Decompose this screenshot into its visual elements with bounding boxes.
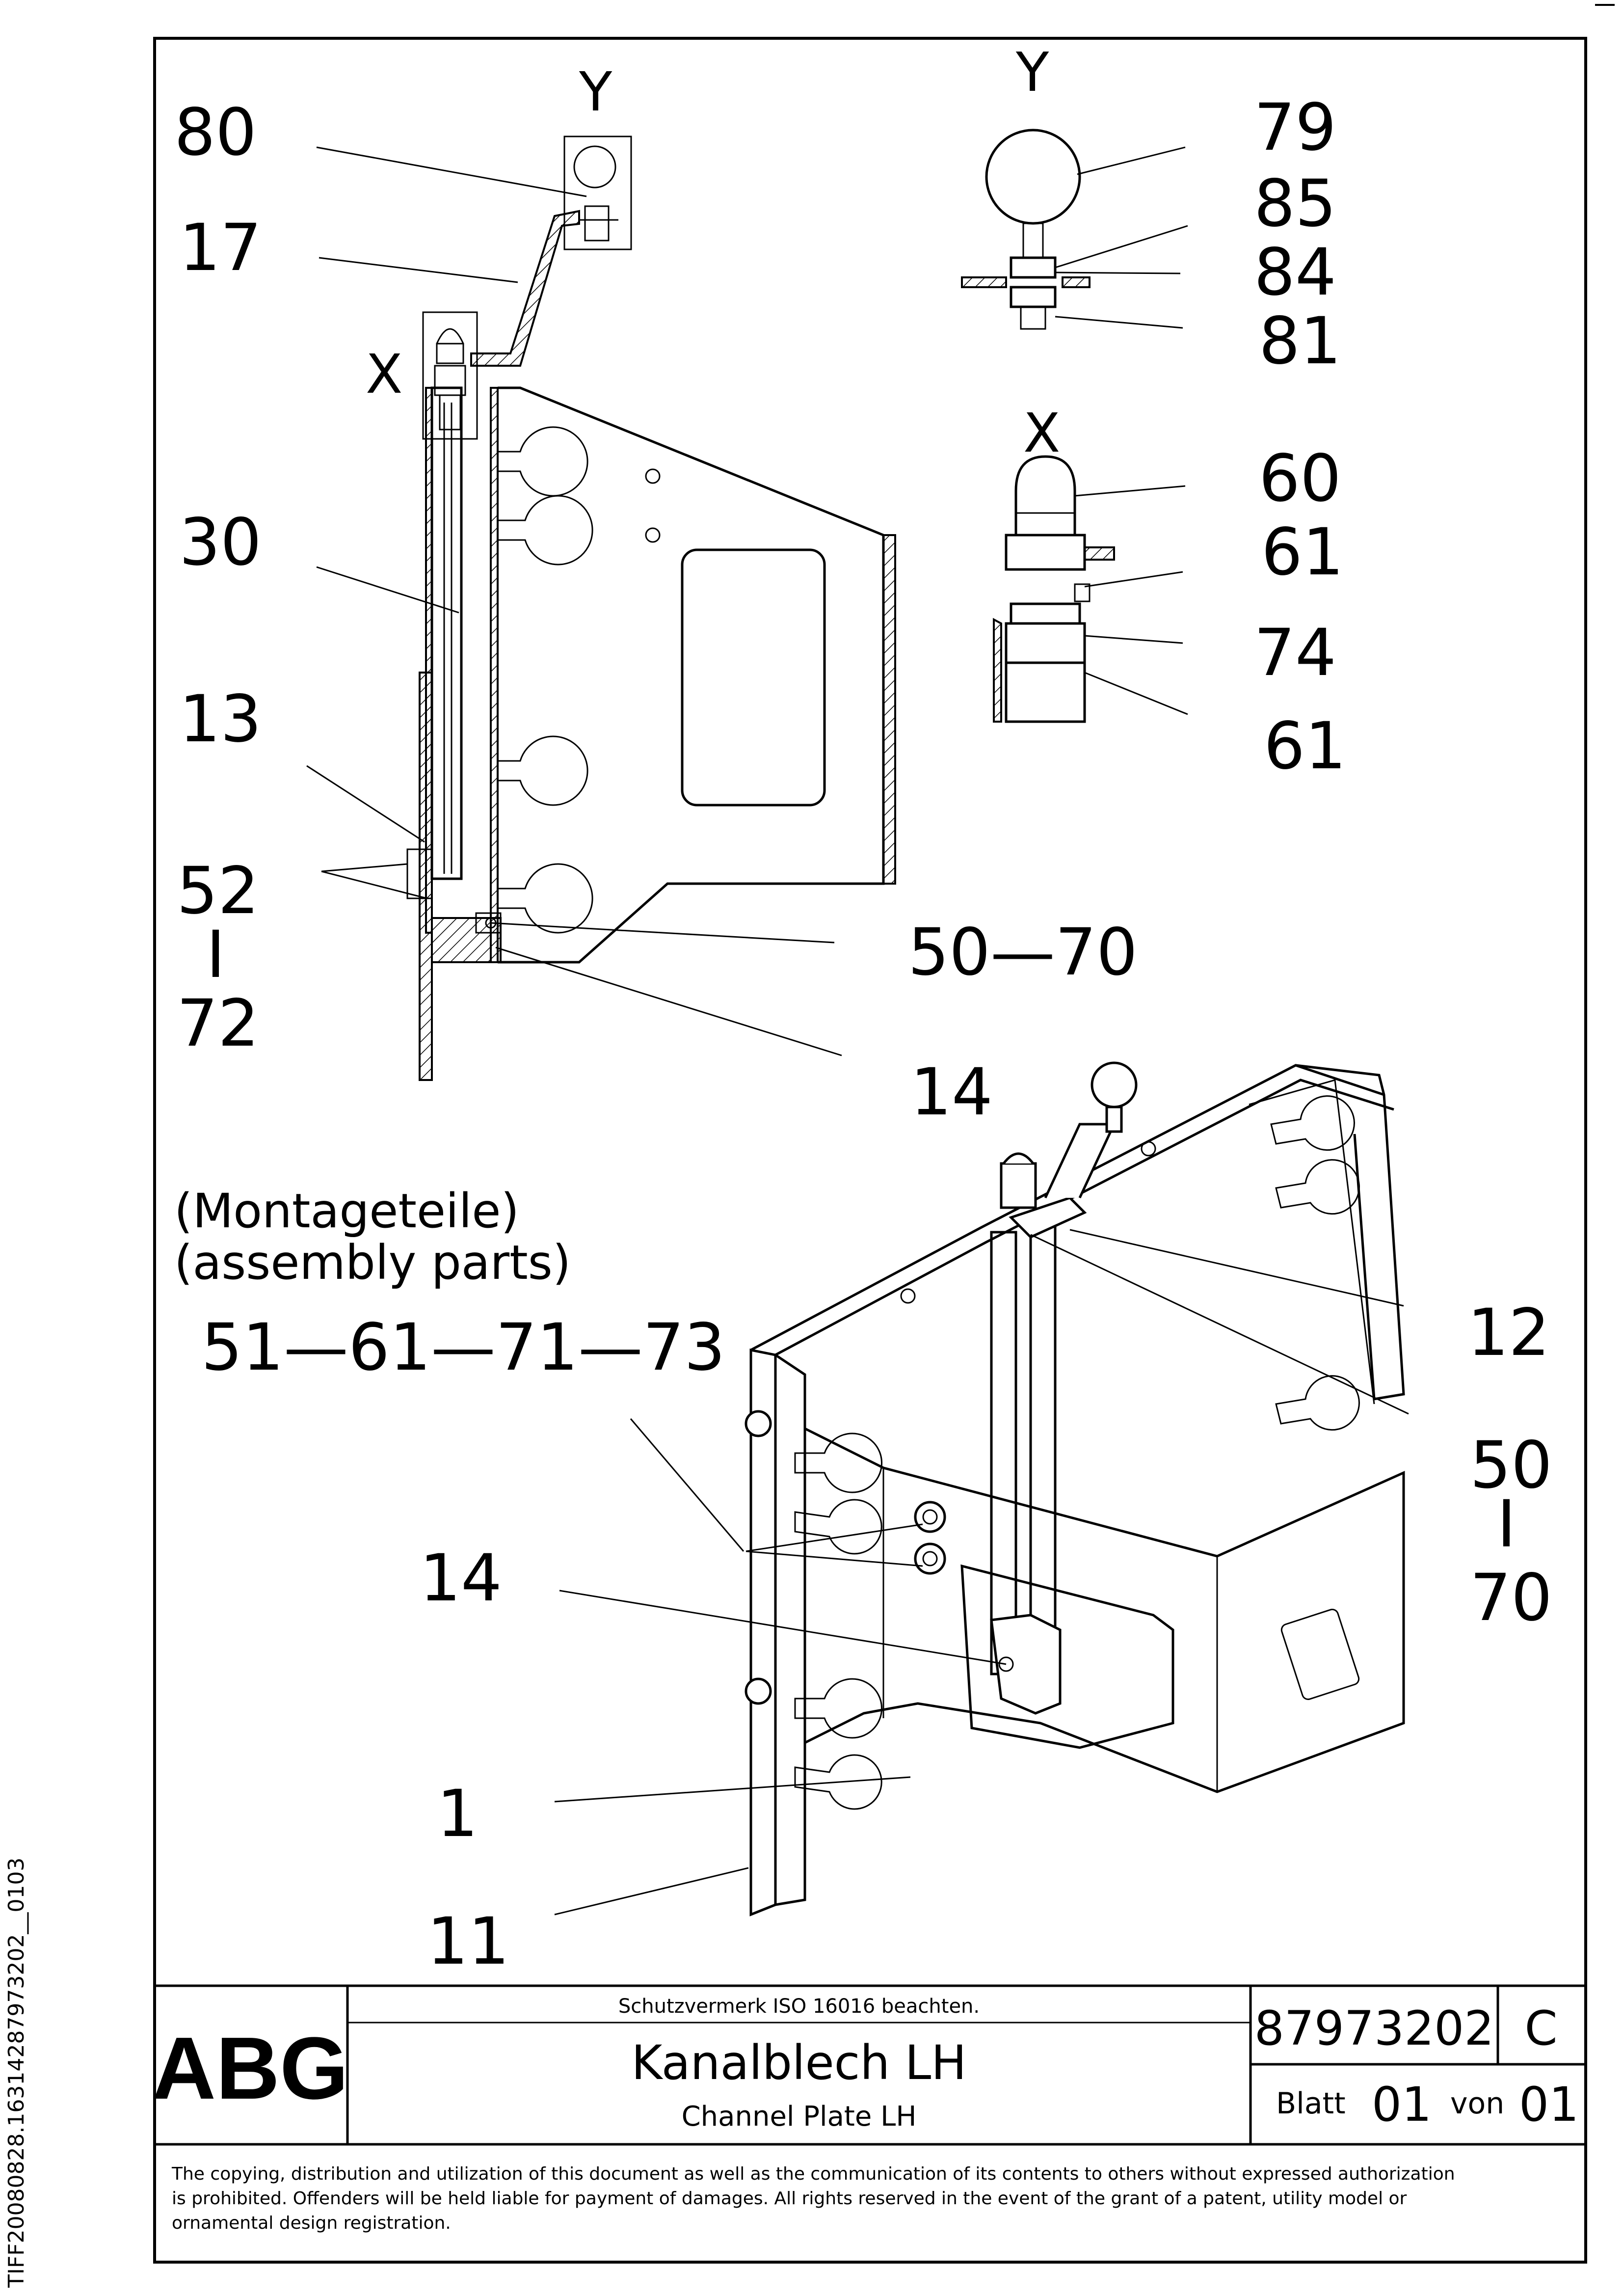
view-x-label-left: X	[366, 343, 402, 405]
detail-box-x	[422, 311, 478, 440]
callout-84: 84	[1254, 235, 1336, 310]
sheet-total: 01	[1519, 2077, 1579, 2132]
callout-79: 79	[1254, 90, 1336, 165]
callout-1: 1	[437, 1776, 478, 1852]
copyright-line-3: ornamental design registration.	[172, 2213, 451, 2233]
view-x-label-right: X	[1023, 402, 1060, 464]
title-german: Kanalblech LH	[632, 2035, 967, 2090]
assembly-note-de: (Montageteile)	[174, 1184, 519, 1239]
callout-81: 81	[1259, 303, 1341, 379]
callout-50-sep: I	[1497, 1486, 1516, 1562]
callout-85: 85	[1254, 166, 1336, 242]
isometric-view	[745, 1061, 1405, 1917]
protection-note: Schutzvermerk ISO 16016 beachten.	[618, 1995, 980, 2018]
copyright-line-2: is prohibited. Offenders will be held li…	[172, 2188, 1407, 2209]
callout-74: 74	[1254, 615, 1336, 691]
callout-52: 52	[177, 853, 259, 929]
section-view	[406, 135, 896, 1081]
callout-30: 30	[179, 505, 262, 580]
callout-61-b: 61	[1264, 708, 1346, 784]
view-y-label-right: Y	[1015, 41, 1049, 104]
iso-skirt	[804, 1427, 1405, 1793]
plate-window	[681, 548, 826, 807]
callout-60: 60	[1259, 441, 1341, 516]
callout-12: 12	[1467, 1295, 1550, 1371]
drawing-frame	[153, 37, 1587, 2264]
callout-52-sep: I	[206, 917, 225, 993]
copyright-line-1: The copying, distribution and utilizatio…	[171, 2164, 1455, 2184]
detail-x	[993, 455, 1188, 723]
view-y-label-left: Y	[579, 60, 612, 123]
sheet-number: 01	[1372, 2077, 1432, 2132]
back-plate	[419, 672, 433, 1081]
callout-61-a: 61	[1261, 514, 1344, 590]
side-file-name: TIFF20080828.16314287973202__0103	[4, 1858, 29, 2288]
logo: ABG	[152, 2019, 348, 2118]
callout-11: 11	[427, 1904, 509, 1979]
callout-70: 70	[1470, 1560, 1552, 1636]
callout-50-70: 50—70	[908, 915, 1138, 990]
callout-17: 17	[179, 210, 262, 286]
bracket-17	[470, 210, 580, 367]
tube-30	[430, 386, 463, 880]
assembly-note-en: (assembly parts)	[174, 1235, 571, 1290]
ball-stud-small	[573, 145, 616, 189]
iso-window	[960, 1564, 1174, 1749]
callout-50: 50	[1470, 1428, 1552, 1503]
detail-y	[961, 129, 1188, 330]
iso-top-rim	[750, 1064, 1384, 1351]
callout-14-top: 14	[910, 1054, 993, 1130]
callout-13: 13	[179, 681, 262, 757]
drawing-number: 87973202	[1254, 2001, 1494, 2056]
title-english: Channel Plate LH	[682, 2101, 917, 2133]
callout-72: 72	[177, 986, 259, 1061]
assembly-parts: 51—61—71—73	[201, 1310, 725, 1385]
iso-right-plate	[1295, 1064, 1405, 1401]
callout-14-iso: 14	[420, 1540, 502, 1616]
leaders-iso	[554, 1229, 1409, 1916]
nut-small	[584, 205, 610, 242]
detail-box-y	[563, 135, 632, 250]
revision: C	[1524, 2001, 1557, 2056]
sheet-label: Blatt	[1276, 2086, 1346, 2121]
leaders-left	[306, 146, 842, 1056]
title-block	[155, 1984, 1586, 2146]
callout-80: 80	[174, 95, 257, 170]
of-label: von	[1450, 2086, 1504, 2121]
ball-79	[985, 129, 1081, 225]
